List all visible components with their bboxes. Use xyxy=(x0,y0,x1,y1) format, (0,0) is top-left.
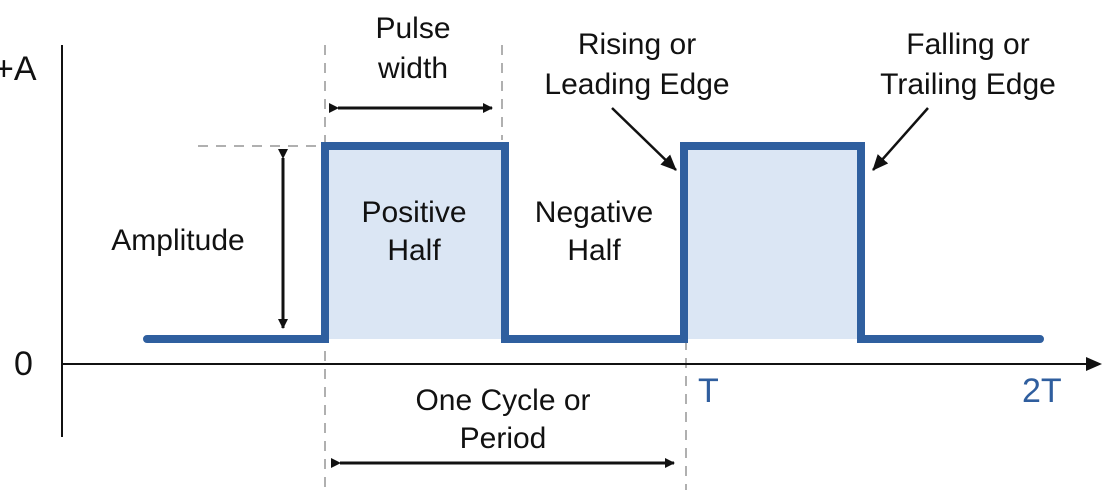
falling-edge-label-line2: Trailing Edge xyxy=(880,68,1056,101)
positive-half-label-line2: Half xyxy=(387,234,441,267)
amplitude-label: Amplitude xyxy=(111,224,244,257)
period-label-line1: One Cycle or xyxy=(415,384,590,417)
falling-edge-pointer xyxy=(872,107,929,171)
x-axis-arrowhead xyxy=(1086,357,1102,371)
pulse-width-label-line1: Pulse xyxy=(375,12,450,45)
rising-edge-pointer xyxy=(611,107,677,171)
falling-edge-label-line1: Falling or xyxy=(906,28,1029,61)
second-pulse-fill xyxy=(684,146,861,339)
period-label-line2: Period xyxy=(460,422,547,455)
positive-half-fill xyxy=(325,146,505,339)
negative-half-label-line2: Half xyxy=(567,234,621,267)
two-t-tick-label: 2T xyxy=(1022,372,1062,410)
negative-half-label-line1: Negative xyxy=(535,196,653,229)
y-zero-label: 0 xyxy=(14,345,33,383)
pulse-width-label-line2: width xyxy=(377,52,448,85)
square-waveform xyxy=(143,142,1044,343)
rising-edge-label-line1: Rising or xyxy=(578,28,696,61)
rising-edge-label-line2: Leading Edge xyxy=(544,68,729,101)
y-max-label: +A xyxy=(0,50,37,88)
positive-half-label-line1: Positive xyxy=(361,196,466,229)
t-tick-label: T xyxy=(698,372,719,410)
